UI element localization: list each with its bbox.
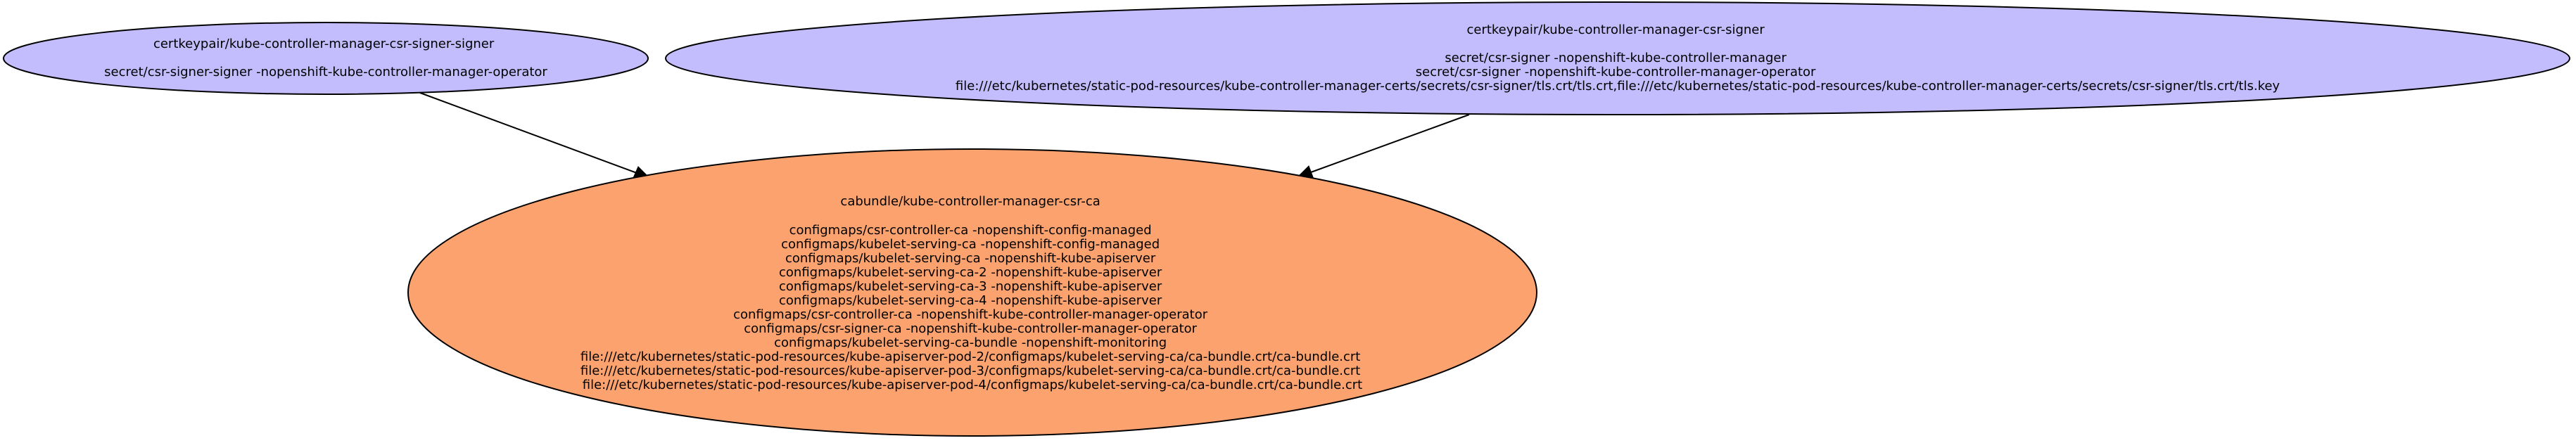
node-line: configmaps/kubelet-serving-ca-3 -nopensh… xyxy=(779,279,1162,294)
node-label: certkeypair/kube-controller-manager-csr-… xyxy=(956,23,2280,94)
node-line: secret/csr-signer-signer -nopenshift-kub… xyxy=(104,65,547,79)
node-shape xyxy=(665,1,2570,115)
node-title: certkeypair/kube-controller-manager-csr-… xyxy=(1466,23,1765,37)
node-line: secret/csr-signer -nopenshift-kube-contr… xyxy=(1445,51,1787,65)
node-line: configmaps/kubelet-serving-ca-4 -nopensh… xyxy=(779,293,1162,308)
node-line: file:///etc/kubernetes/static-pod-resour… xyxy=(583,378,1362,392)
edge-line xyxy=(419,92,637,174)
node-label: certkeypair/kube-controller-manager-csr-… xyxy=(104,37,547,79)
node-shape xyxy=(407,148,1537,437)
node-line: file:///etc/kubernetes/static-pod-resour… xyxy=(956,79,2280,94)
node-label: cabundle/kube-controller-manager-csr-ca … xyxy=(580,194,1364,392)
node-csr-signer-signer[interactable]: certkeypair/kube-controller-manager-csr-… xyxy=(3,22,649,95)
node-line: secret/csr-signer -nopenshift-kube-contr… xyxy=(1416,65,1816,79)
node-line: file:///etc/kubernetes/static-pod-resour… xyxy=(580,364,1360,378)
edge-line xyxy=(1310,114,1470,173)
node-line: configmaps/csr-signer-ca -nopenshift-kub… xyxy=(744,321,1197,336)
node-title: cabundle/kube-controller-manager-csr-ca xyxy=(840,194,1100,209)
node-line: file:///etc/kubernetes/static-pod-resour… xyxy=(580,349,1360,364)
node-cabundle[interactable]: cabundle/kube-controller-manager-csr-ca … xyxy=(407,148,1537,437)
node-line: configmaps/kubelet-serving-ca -nopenshif… xyxy=(781,237,1160,252)
node-title: certkeypair/kube-controller-manager-csr-… xyxy=(153,37,495,51)
node-csr-signer[interactable]: certkeypair/kube-controller-manager-csr-… xyxy=(665,1,2570,115)
node-line: configmaps/kubelet-serving-ca -nopenshif… xyxy=(785,251,1156,266)
node-shape xyxy=(3,22,649,95)
node-line: configmaps/kubelet-serving-ca-bundle -no… xyxy=(774,335,1167,350)
edge-signer-to-cabundle xyxy=(1297,114,1470,178)
node-line: configmaps/kubelet-serving-ca-2 -nopensh… xyxy=(779,265,1162,280)
node-line: configmaps/csr-controller-ca -nopenshift… xyxy=(789,223,1152,238)
node-line: configmaps/csr-controller-ca -nopenshift… xyxy=(733,307,1208,322)
